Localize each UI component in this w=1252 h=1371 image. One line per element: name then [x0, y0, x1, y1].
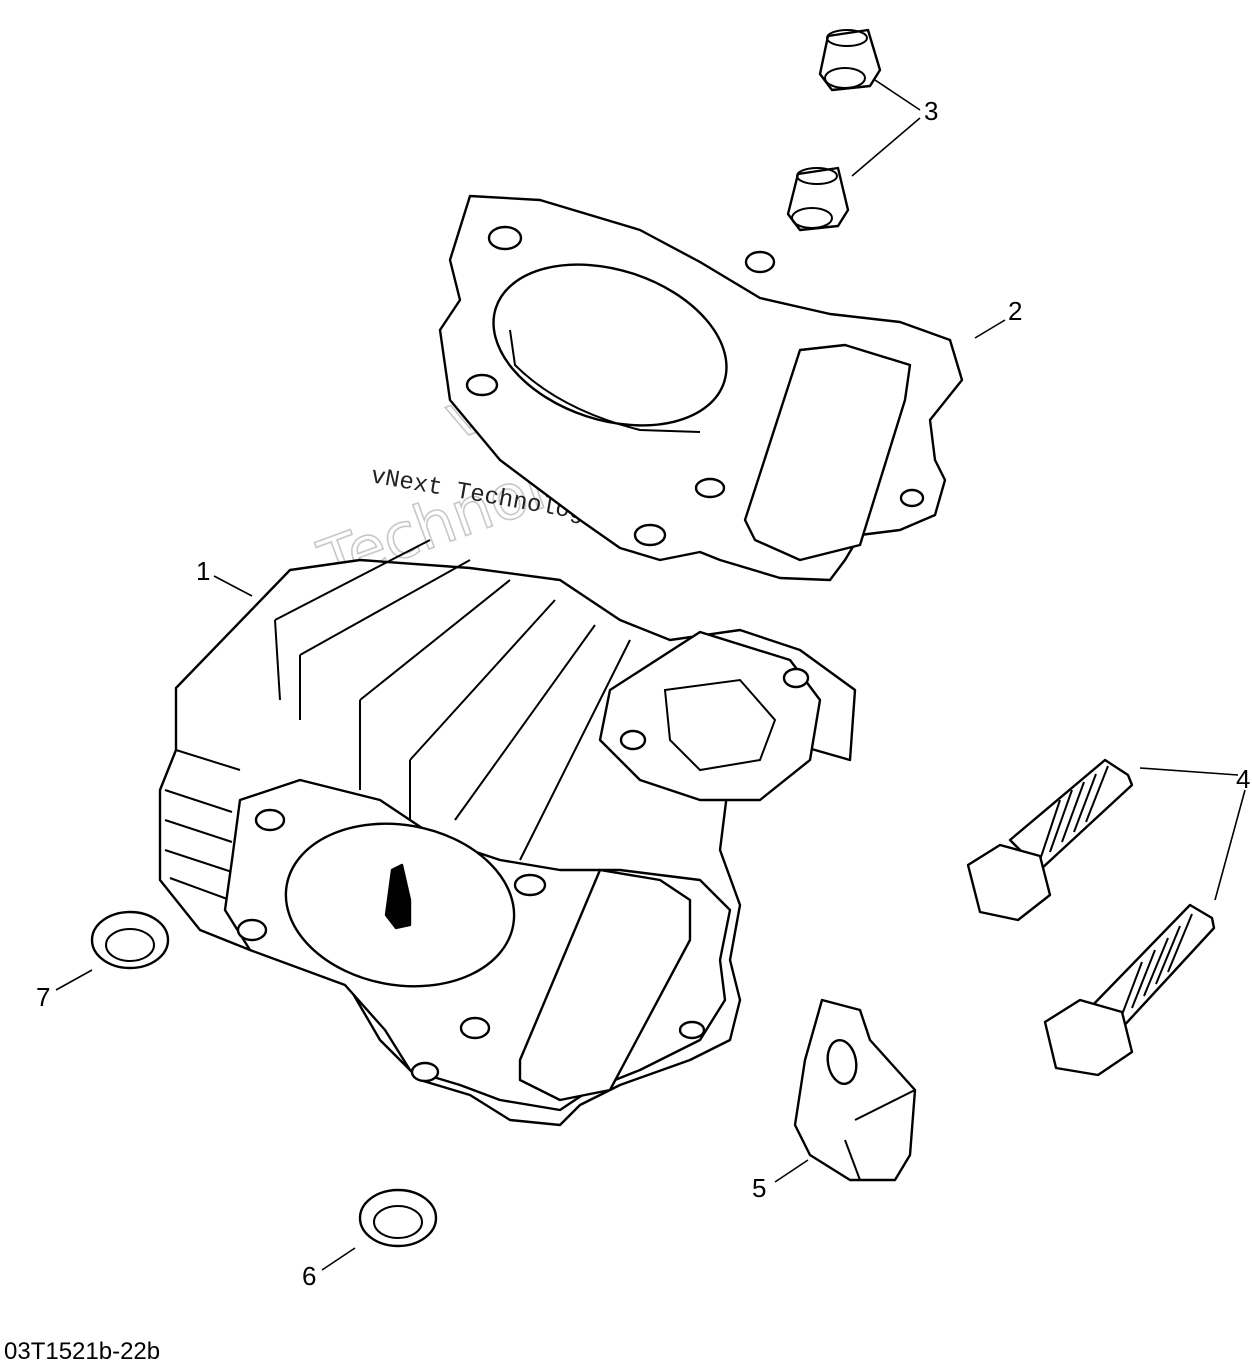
- dowel-pin-lower: [786, 166, 850, 232]
- flange-bolt-lower: [1043, 903, 1216, 1077]
- callout-4: 4: [1236, 764, 1250, 794]
- leader-lines: [55, 79, 1246, 1271]
- callouts: 1 2 3 4 5 6 7: [36, 96, 1250, 1291]
- dowel-pin-upper: [818, 28, 882, 92]
- callout-1: 1: [196, 556, 210, 586]
- callout-2: 2: [1008, 296, 1022, 326]
- callout-6: 6: [302, 1261, 316, 1291]
- seal-ring-lower: [358, 1188, 438, 1248]
- seal-ring-left: [90, 910, 170, 970]
- diagram-reference-code: 03T1521b-22b: [4, 1338, 161, 1365]
- callout-7: 7: [36, 982, 50, 1012]
- chain-guide-bracket: [793, 998, 917, 1182]
- cylinder-block: [158, 539, 857, 1127]
- callout-3: 3: [924, 96, 938, 126]
- flange-bolt-upper: [966, 758, 1134, 922]
- head-gasket: [438, 194, 964, 582]
- callout-5: 5: [752, 1173, 766, 1203]
